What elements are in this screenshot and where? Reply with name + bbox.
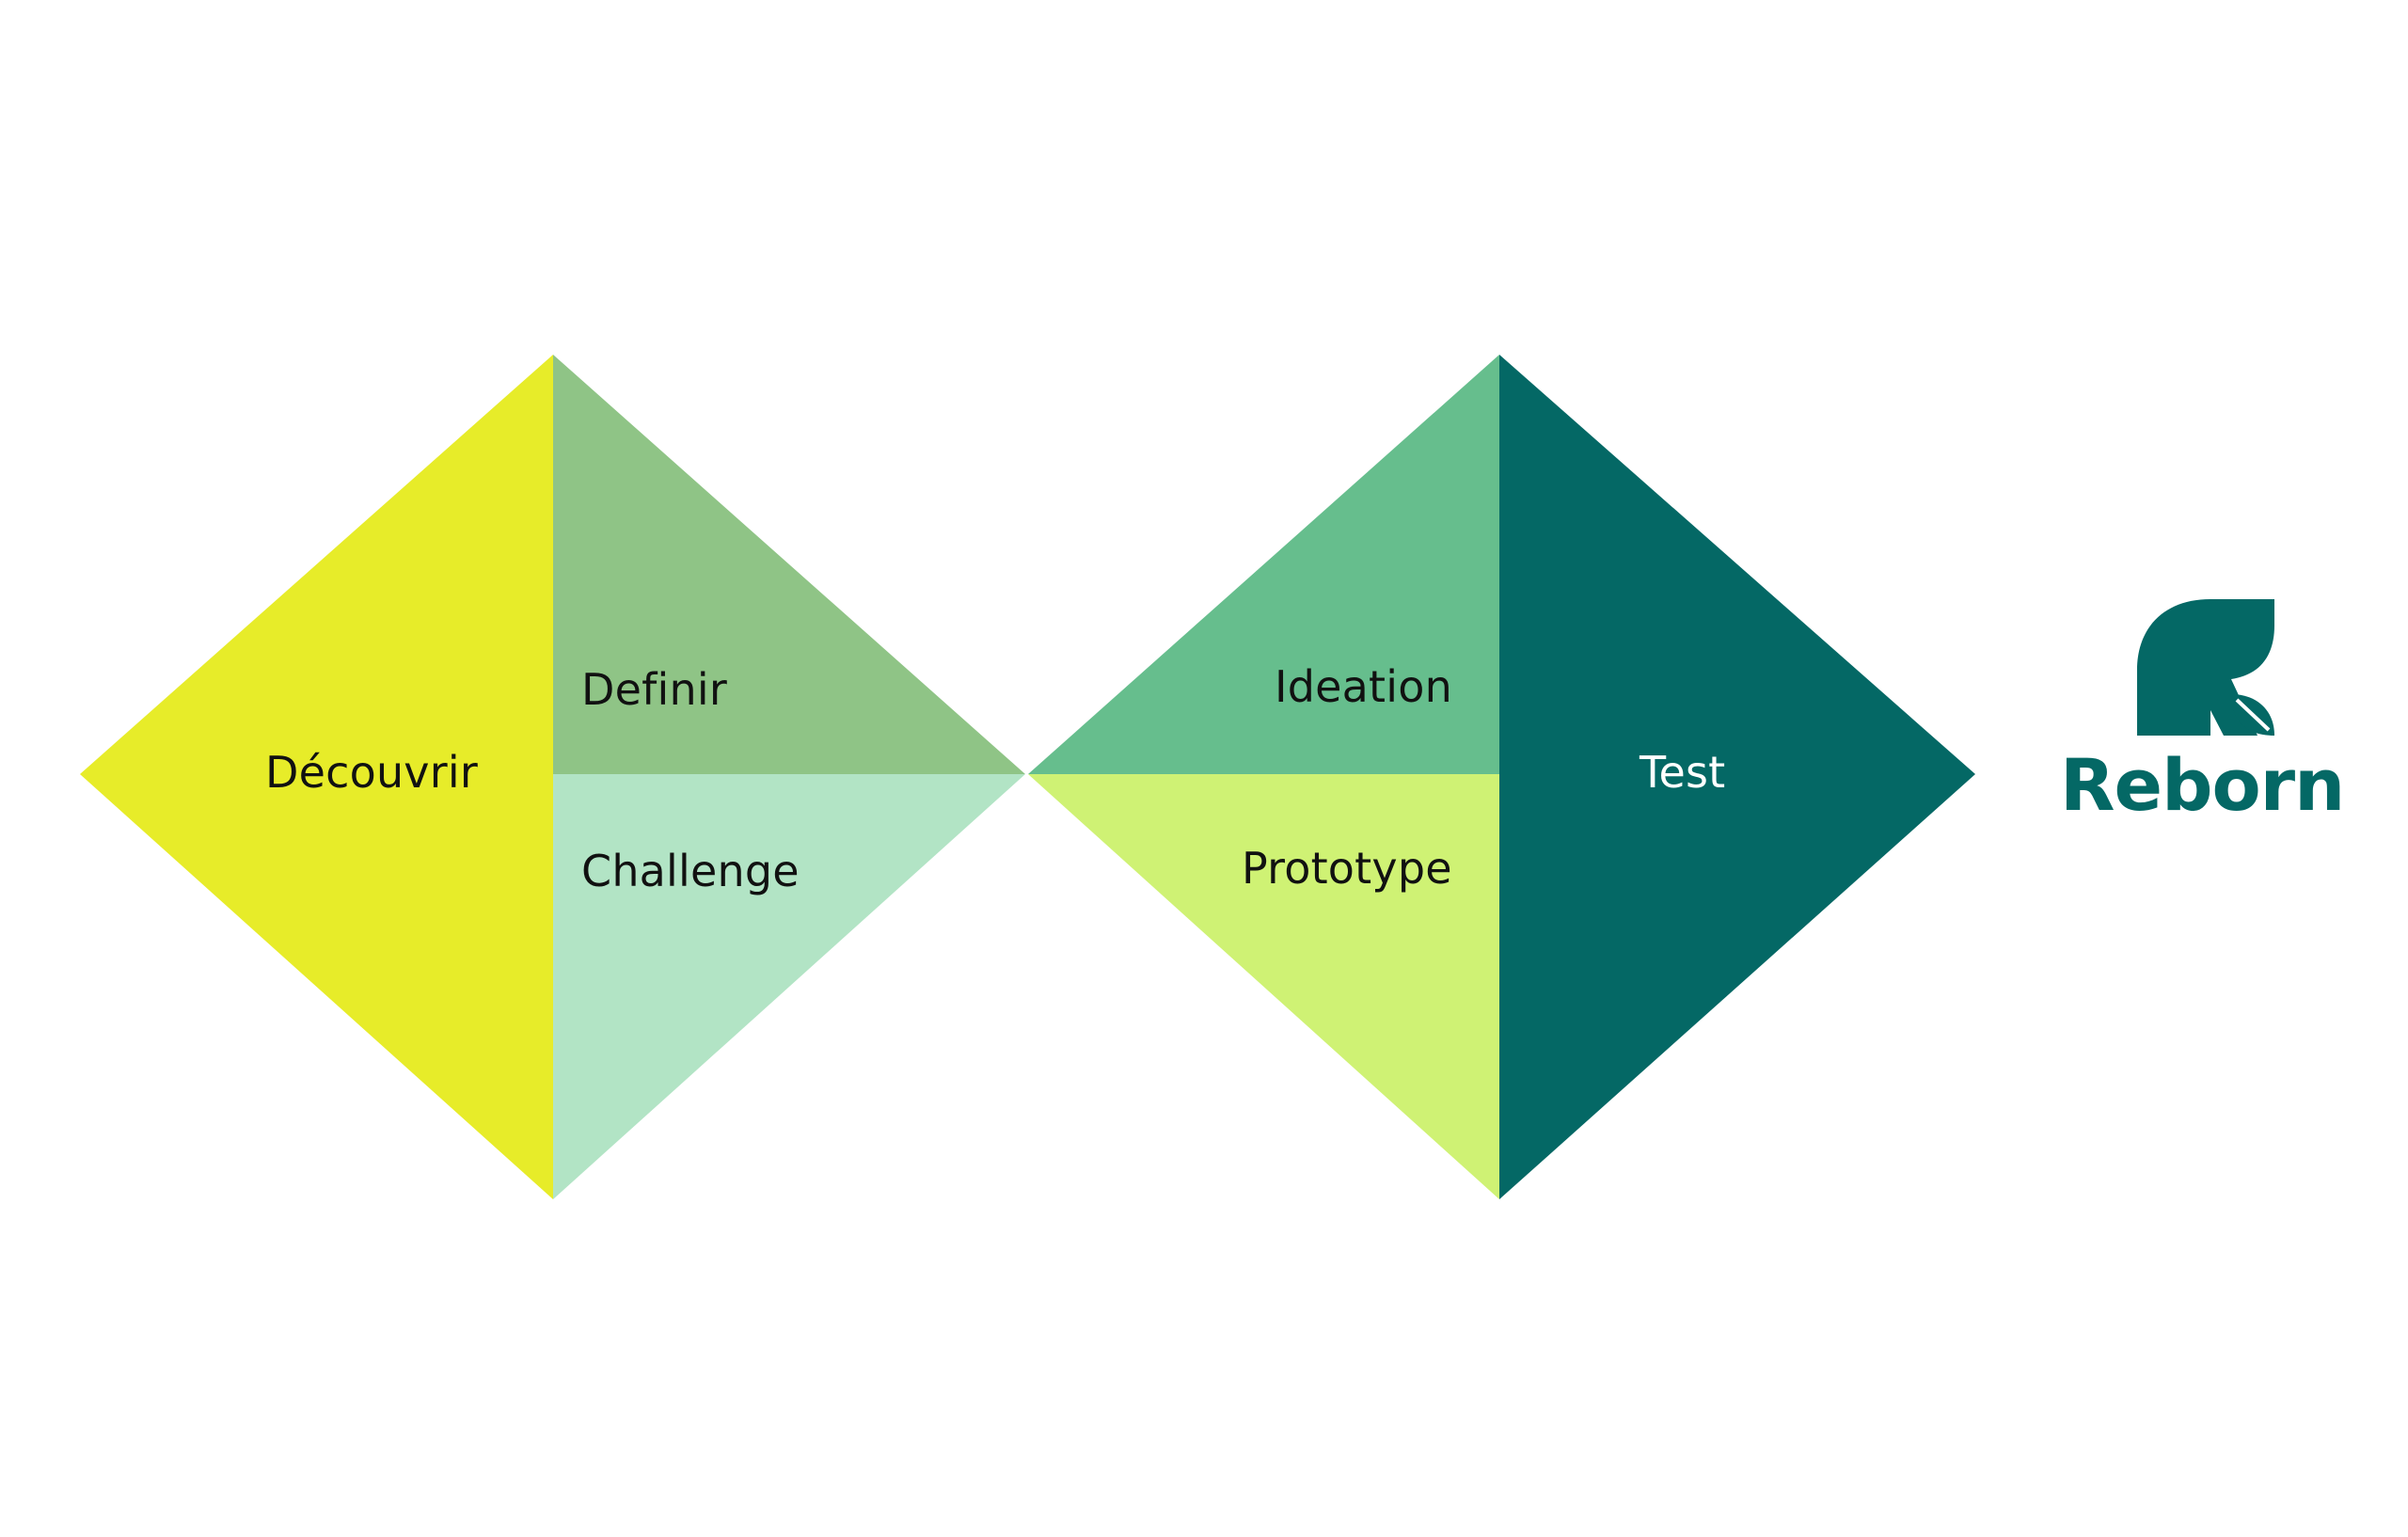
logo-wordmark: Reborn xyxy=(2060,743,2345,827)
segment-challenge xyxy=(553,774,1025,1199)
label-discover: Découvrir xyxy=(265,747,478,798)
logo-leaf-vein xyxy=(2235,698,2271,732)
label-prototype: Prototype xyxy=(1242,843,1452,894)
segment-ideation xyxy=(1028,355,1499,774)
label-ideation: Ideation xyxy=(1275,661,1452,712)
label-challenge: Challenge xyxy=(581,846,800,896)
leaf-r-logo-icon xyxy=(2137,599,2274,736)
segment-prototype xyxy=(1028,774,1499,1199)
label-define: Definir xyxy=(581,664,727,715)
segment-test xyxy=(1499,355,1975,1199)
label-test: Test xyxy=(1640,747,1726,798)
segment-discover xyxy=(80,355,553,1199)
segment-define xyxy=(553,355,1025,774)
